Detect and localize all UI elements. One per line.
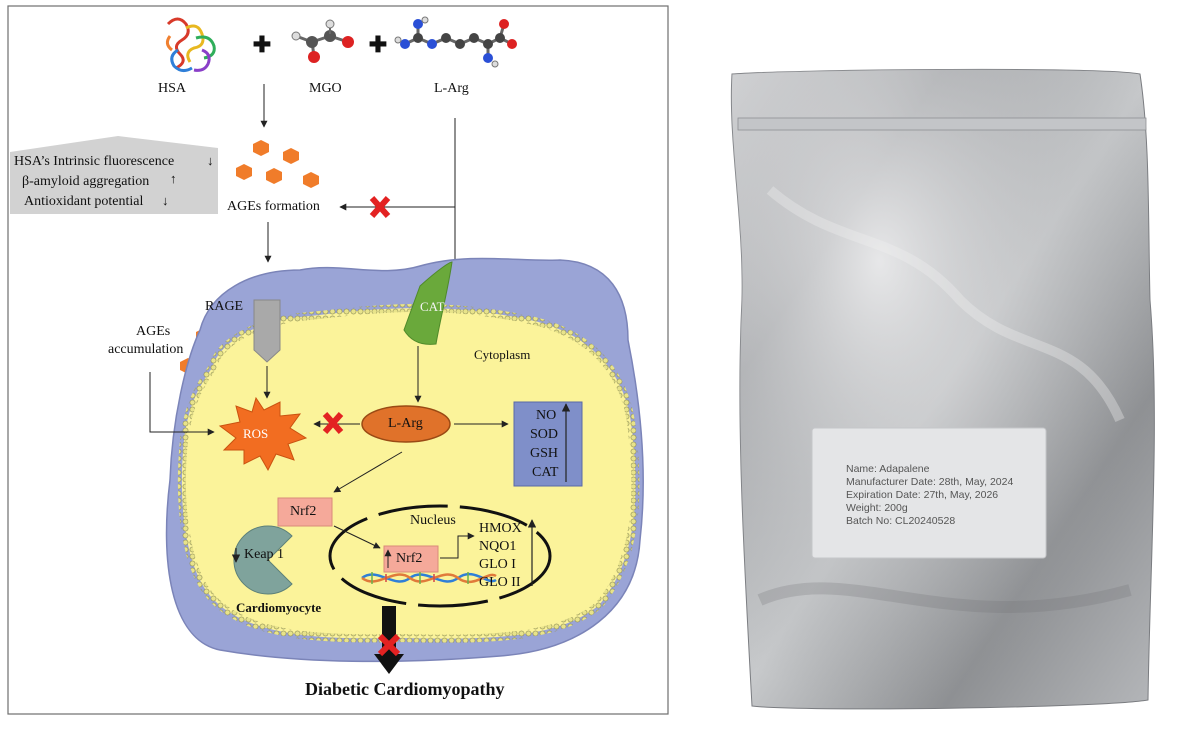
block-x-icon-outcome	[377, 633, 401, 657]
gene-glo1: GLO I	[479, 557, 516, 572]
arrow-nrf2-to-genes	[440, 532, 475, 559]
mgo-label: MGO	[309, 81, 342, 96]
plus-sign-2: ✚	[369, 32, 387, 57]
arrow-larg-to-nrf2	[333, 451, 403, 493]
nrf2-cytoplasm-box	[277, 497, 333, 527]
nrf2-nucleus-label: Nrf2	[396, 551, 423, 566]
keap1-label: Keap 1	[244, 547, 285, 562]
nrf2-nucleus-box	[383, 545, 439, 573]
cytoplasm-label: Cytoplasm	[474, 347, 531, 362]
larg-molecule-icon	[394, 16, 517, 68]
nucleus-membrane	[328, 504, 552, 608]
hsa-protein-icon	[165, 17, 216, 73]
product-weight: Weight: 200g	[846, 502, 908, 514]
outcome-arrow-head	[374, 654, 404, 674]
gene-glo2: GLO II	[479, 575, 521, 590]
pouch-wrinkle-shadow	[757, 582, 1132, 613]
marker-gsh: GSH	[530, 446, 559, 461]
rage-receptor-icon	[253, 299, 281, 363]
mgo-molecule-icon	[291, 19, 354, 63]
effect-antioxidant-text: Antioxidant potential	[24, 194, 144, 209]
dna-helix-icon	[361, 572, 497, 584]
fluorescence-down-arrow-icon: ↓	[207, 153, 214, 168]
nrf2-cytoplasm-label: Nrf2	[290, 504, 317, 519]
larg-center-label: L-Arg	[388, 416, 423, 431]
outcome-title: Diabetic Cardiomyopathy	[305, 679, 505, 699]
cytoplasm-area	[177, 303, 640, 643]
hsa-label: HSA	[158, 81, 187, 96]
cat-receptor-label: CAT	[420, 299, 445, 314]
block-x-icon-ages	[369, 196, 391, 218]
ages-accumulation-line2: accumulation	[108, 342, 184, 357]
cardiomyocyte-label: Cardiomyocyte	[236, 600, 322, 615]
product-expiration-date: Expiration Date: 27th, May, 2026	[846, 489, 999, 501]
marker-sod: SOD	[530, 427, 559, 442]
nucleus-label: Nucleus	[410, 513, 456, 528]
product-pouch-shine	[731, 69, 1155, 709]
pouch-zipper-seal	[737, 117, 1147, 131]
ros-label: ROS	[243, 426, 269, 441]
product-manufacture-date: Manufacturer Date: 28th, May, 2024	[846, 476, 1014, 488]
arrow-accumulation-to-ros	[149, 372, 215, 436]
ages-formation-label: AGEs formation	[227, 199, 320, 214]
larg-top-label: L-Arg	[434, 81, 469, 96]
product-batch-number: Batch No: CL20240528	[846, 515, 956, 527]
marker-cat: CAT	[532, 465, 559, 480]
block-x-icon-ros	[322, 412, 344, 434]
marker-no: NO	[536, 408, 557, 423]
product-label-sticker	[811, 427, 1047, 559]
gene-hmox: HMOX	[479, 521, 522, 536]
effect-amyloid-text: β-amyloid aggregation	[22, 174, 150, 189]
effect-fluorescence-text: HSA’s Intrinsic fluorescence	[14, 154, 175, 169]
antioxidant-down-arrow-icon: ↓	[162, 193, 169, 208]
plus-sign-1: ✚	[253, 32, 271, 57]
ages-accumulation-line1: AGEs	[136, 324, 171, 339]
product-name: Name: Adapalene	[846, 463, 930, 475]
effects-box-background	[10, 136, 218, 214]
arrow-nrf2-translocation	[333, 525, 381, 549]
markers-box	[513, 401, 583, 487]
pouch-wrinkle-highlight	[766, 186, 1125, 423]
cat-receptor-icon	[403, 261, 453, 345]
gene-nqo1: NQO1	[479, 539, 517, 554]
rage-label: RAGE	[205, 299, 244, 314]
ros-starburst-icon	[218, 396, 308, 472]
amyloid-up-arrow-icon: ↑	[170, 171, 177, 186]
larg-center-ellipse	[361, 405, 451, 443]
